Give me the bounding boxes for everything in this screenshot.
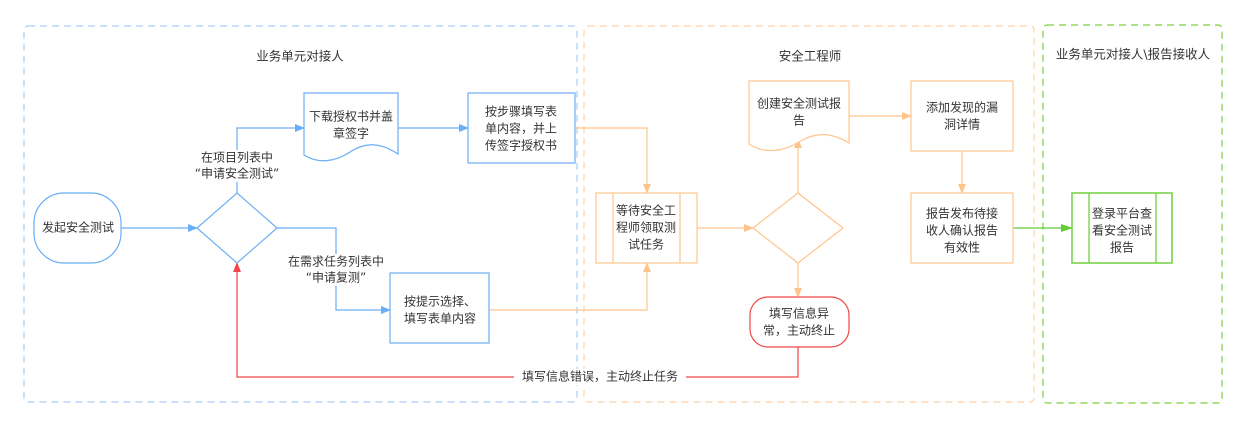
node-label: 洞详情 [944,117,980,132]
lane-title: 业务单元对接人\报告接收人 [1056,47,1211,62]
edge-hint-to-wait [489,262,651,311]
node-add-vulnerability[interactable]: 添加发现的漏 洞详情 [910,80,1014,152]
node-label: 单内容，并上 [485,121,557,136]
edge-label-apply-retest: 在需求任务列表中 [288,254,384,269]
node-label: 填写表单内容 [404,311,476,326]
node-start[interactable]: 发起安全测试 [33,192,122,264]
node-label: 看安全测试 [1092,223,1152,238]
node-label: 有效性 [944,240,980,255]
node-label: 添加发现的漏 [926,100,998,115]
decision-apply-type[interactable] [196,192,278,264]
node-label: 报告 [1110,240,1134,255]
node-abort[interactable]: 填写信息异 常，主动终止 [749,296,850,348]
lane-title: 安全工程师 [779,49,842,64]
node-fill-form-hint[interactable]: 按提示选择、 填写表单内容 [389,272,490,344]
node-download-authorization[interactable]: 下载授权书并盖 章签字 [303,92,399,162]
node-view-report[interactable]: 登录平台查 看安全测试 报告 [1071,192,1173,264]
node-label: 发起安全测试 [42,220,114,235]
node-label: 登录平台查 [1092,206,1152,221]
node-label: 填写信息异 [769,306,829,321]
node-label: 按提示选择、 [404,294,476,309]
edge-fill-to-wait [575,127,651,194]
node-label: 下载授权书并盖 [309,109,393,124]
lane-business-unit [23,25,578,403]
node-label: 收人确认报告 [926,223,998,238]
edge-label-apply-retest: “申请复测” [306,271,366,285]
node-label: 程师领取测 [616,220,676,235]
lane-report-receiver [1042,24,1223,404]
node-fill-form-steps[interactable]: 按步骤填写表 单内容，并上 传签字授权书 [467,92,576,164]
edge-label-apply-test: “申请安全测试” [195,166,279,181]
edge-label-error-abort: 填写信息错误，主动终止任务 [522,369,678,384]
lane-security-engineer [583,25,1035,403]
node-label: 按步骤填写表 [485,105,557,119]
node-create-report[interactable]: 创建安全测试报 告 [748,80,850,152]
node-wait-engineer[interactable]: 等待安全工 程师领取测 试任务 [595,192,698,264]
node-label: 创建安全测试报 [757,96,841,111]
node-label: 告 [793,114,805,128]
node-publish-report[interactable]: 报告发布待接 收人确认报告 有效性 [910,192,1014,264]
edge-label-apply-test: 在项目列表中 [201,150,273,165]
node-label: 常，主动终止 [763,323,835,338]
node-label: 报告发布待接 [926,206,998,221]
decision-info-valid[interactable] [752,192,844,264]
node-label: 等待安全工 [616,203,676,218]
node-label: 传签字授权书 [485,138,557,153]
node-label: 试任务 [628,237,664,252]
lane-title: 业务单元对接人 [256,49,344,64]
node-label: 章签字 [333,126,369,141]
